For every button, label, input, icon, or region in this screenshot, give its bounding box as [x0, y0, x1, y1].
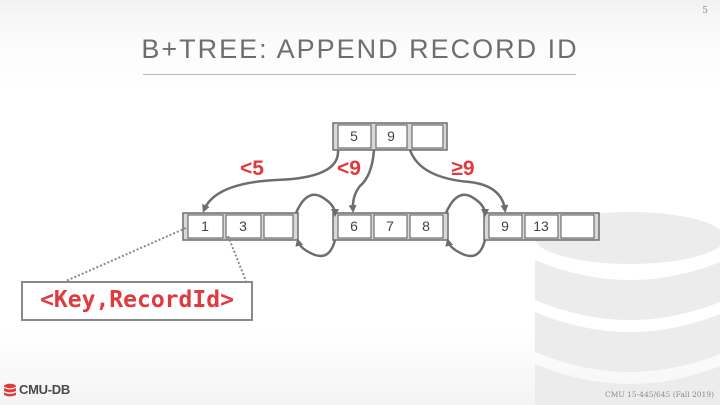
leaf2-key-1: 6	[350, 218, 358, 234]
root-node: 5 9	[332, 122, 448, 151]
title-divider	[143, 74, 576, 75]
leaf1-key-2: 3	[239, 218, 247, 234]
leaf-node-1: 1 3	[182, 212, 299, 241]
leaf3-key-1: 9	[501, 218, 509, 234]
key-recordid-callout: <Key,RecordId>	[21, 281, 253, 321]
course-footer: CMU 15-445/645 (Fall 2019)	[604, 390, 714, 399]
callout-leader-right	[227, 235, 247, 282]
edge-label-less-9: <9	[337, 157, 361, 180]
edge-label-less-5: <5	[240, 157, 264, 180]
pointer-arrow-gte-9	[408, 149, 509, 213]
leaf-node-3: 9 13	[483, 212, 600, 241]
pointer-arrow-less-9	[348, 149, 376, 213]
root-key-1: 5	[350, 128, 358, 144]
pointer-arrow-less-5	[202, 149, 340, 213]
sibling-arrow-2-to-3	[444, 193, 489, 217]
edge-label-gte-9: ≥9	[451, 157, 474, 180]
sibling-arrow-2-to-1	[295, 238, 337, 258]
leaf1-key-1: 1	[201, 218, 209, 234]
database-icon	[4, 383, 16, 396]
leaf2-key-3: 8	[422, 218, 430, 234]
sibling-arrow-1-to-2	[294, 193, 339, 217]
callout-text: <Key,RecordId>	[40, 287, 234, 313]
leaf3-key-2: 13	[533, 218, 549, 234]
page-number: 5	[702, 6, 708, 16]
callout-leader-left	[65, 227, 187, 282]
leaf-node-2: 6 7 8	[332, 212, 449, 241]
leaf2-key-2: 7	[386, 218, 394, 234]
database-watermark-icon	[535, 212, 720, 405]
sibling-arrow-3-to-2	[445, 238, 487, 258]
logo-text: CMU-DB	[19, 382, 70, 397]
slide-title: B+TREE: APPEND RECORD ID	[141, 34, 579, 64]
root-key-2: 9	[387, 128, 395, 144]
cmu-db-logo: CMU-DB	[3, 382, 70, 397]
